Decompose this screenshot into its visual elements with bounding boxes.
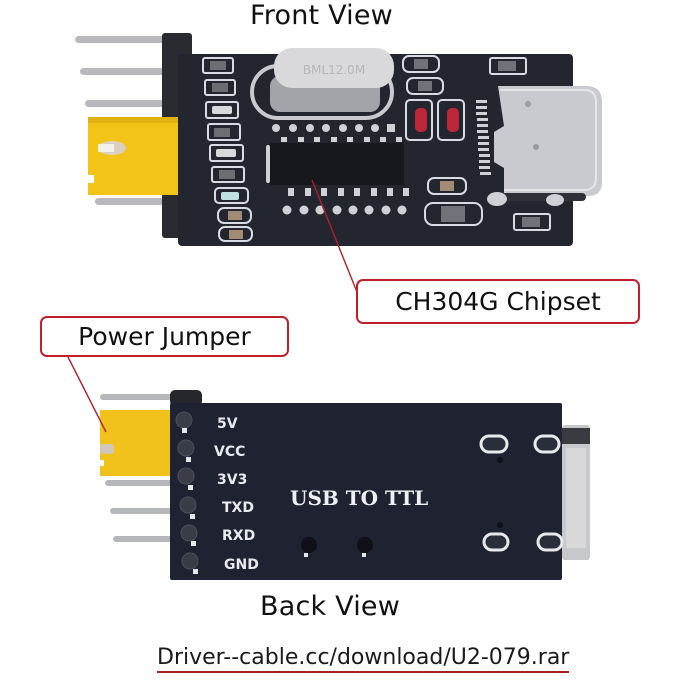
usb-to-ttl-silkscreen: USB TO TTL <box>290 486 428 510</box>
pin-label-rxd: RXD <box>222 528 255 544</box>
back-yellow-jumper <box>100 410 180 476</box>
back-view-title: Back View <box>260 591 401 622</box>
usb-type-c-connector <box>476 86 602 206</box>
front-view-title: Front View <box>250 0 393 31</box>
back-board: 5V VCC 3V3 TXD RXD GND USB TO TTL <box>100 390 590 580</box>
driver-download-link[interactable]: Driver--cable.cc/download/U2-079.rar <box>157 645 570 673</box>
front-smd-column <box>202 57 253 242</box>
pin-label-gnd: GND <box>224 557 259 573</box>
pin-label-vcc: VCC <box>214 444 245 460</box>
front-board: BML12.0M <box>75 33 602 246</box>
ch340-chip <box>270 143 404 185</box>
chipset-callout-label: CH304G Chipset <box>395 287 601 316</box>
chipset-callout: CH304G Chipset <box>356 279 640 324</box>
back-pin-holes <box>175 411 199 570</box>
crystal-marking: BML12.0M <box>303 63 365 77</box>
chipset-leader-line <box>311 179 360 298</box>
power-jumper-callout: Power Jumper <box>40 316 289 357</box>
front-yellow-jumper <box>88 117 180 195</box>
back-oval-pads <box>479 434 564 552</box>
crystal-oscillator: BML12.0M <box>250 48 394 120</box>
pin-label-txd: TXD <box>222 500 254 516</box>
back-pcb <box>170 403 562 580</box>
chip-top-pads <box>272 124 402 142</box>
chip-bottom-pads <box>282 188 409 215</box>
pin-label-5v: 5V <box>217 416 238 432</box>
diodes <box>415 108 459 132</box>
power-jumper-callout-label: Power Jumper <box>78 322 251 351</box>
power-jumper-leader-line <box>67 356 107 433</box>
pin-label-3v3: 3V3 <box>217 472 247 488</box>
